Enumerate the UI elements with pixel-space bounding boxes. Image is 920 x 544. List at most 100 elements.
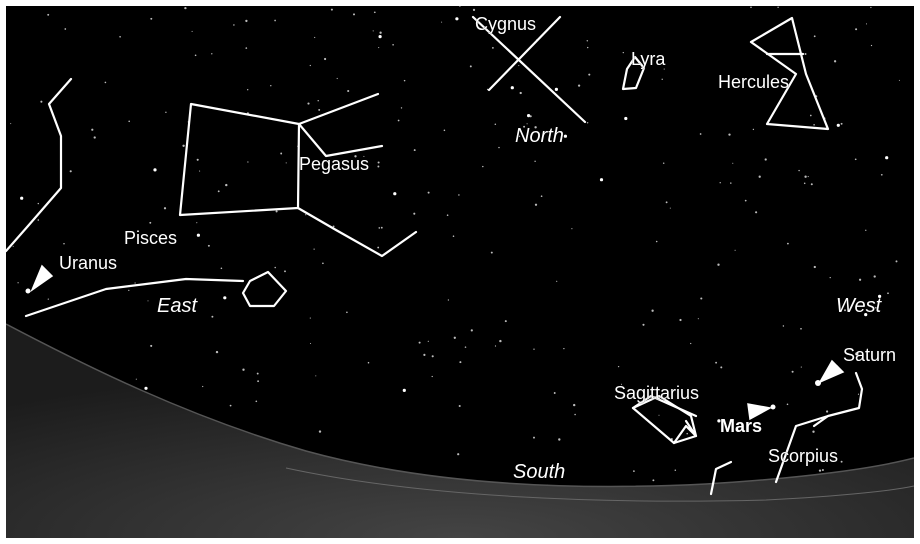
star [150, 18, 152, 20]
star [413, 213, 415, 215]
star [600, 178, 603, 181]
star [307, 103, 309, 105]
star [94, 136, 96, 138]
star [745, 200, 747, 202]
star [247, 89, 248, 90]
star [322, 262, 324, 264]
star [286, 162, 287, 163]
star [211, 316, 213, 318]
star [518, 65, 519, 66]
star [379, 32, 381, 34]
star [242, 369, 244, 371]
star [814, 266, 816, 268]
star [274, 20, 276, 22]
star [428, 192, 430, 194]
star [401, 107, 402, 108]
star [245, 20, 247, 22]
star [48, 298, 49, 299]
star [378, 161, 380, 163]
star [473, 9, 475, 11]
star [717, 264, 719, 266]
star [470, 65, 472, 67]
star [804, 183, 806, 185]
star [347, 90, 349, 92]
star [337, 78, 338, 79]
star [148, 300, 149, 301]
star [447, 214, 449, 216]
star [230, 405, 232, 407]
star [378, 47, 379, 48]
star [38, 203, 39, 204]
star [225, 184, 227, 186]
star [119, 36, 121, 38]
star [17, 282, 18, 283]
star [865, 230, 866, 231]
star [64, 28, 66, 30]
star [274, 267, 276, 269]
star [192, 31, 193, 32]
star [377, 247, 379, 249]
star [728, 133, 730, 135]
star [432, 355, 434, 357]
star [881, 174, 883, 176]
star [578, 84, 580, 86]
star [755, 211, 757, 213]
star [822, 469, 824, 471]
star [530, 115, 532, 117]
star [128, 121, 130, 123]
star [533, 437, 535, 439]
star [10, 123, 11, 124]
direction-west: West [836, 296, 881, 316]
star [223, 296, 226, 299]
star [149, 222, 151, 224]
star [314, 37, 315, 38]
star [814, 35, 816, 37]
star [564, 135, 567, 138]
star [753, 129, 754, 130]
star [874, 275, 876, 277]
star [690, 343, 691, 344]
star [247, 161, 248, 162]
star [128, 290, 129, 291]
star [642, 324, 644, 326]
star [40, 101, 42, 103]
label-pisces: Pisces [124, 229, 177, 247]
star [830, 277, 831, 278]
star [896, 260, 898, 262]
star [750, 7, 752, 9]
star [305, 214, 306, 215]
star [208, 245, 210, 247]
star [659, 415, 660, 416]
star [759, 176, 761, 178]
star [310, 343, 311, 344]
star [135, 282, 136, 283]
star [184, 7, 186, 9]
star [346, 312, 348, 314]
star [792, 371, 794, 373]
star [393, 192, 396, 195]
star [471, 329, 473, 331]
star [871, 45, 872, 46]
star [455, 17, 458, 20]
star [810, 115, 812, 117]
label-sagittarius: Sagittarius [614, 384, 699, 402]
star [377, 166, 379, 168]
star [284, 270, 286, 272]
star [182, 145, 184, 147]
star [663, 162, 664, 163]
mars-dot [771, 405, 776, 410]
star [373, 30, 374, 31]
star [887, 292, 889, 294]
star [444, 130, 446, 132]
star [623, 52, 624, 53]
direction-east: East [157, 296, 197, 316]
star [276, 210, 278, 212]
label-lyra: Lyra [631, 50, 665, 68]
star [587, 122, 588, 123]
star [556, 281, 557, 282]
star [378, 227, 380, 229]
star [804, 176, 806, 178]
star [38, 219, 40, 221]
star [195, 54, 197, 56]
star [899, 80, 900, 81]
